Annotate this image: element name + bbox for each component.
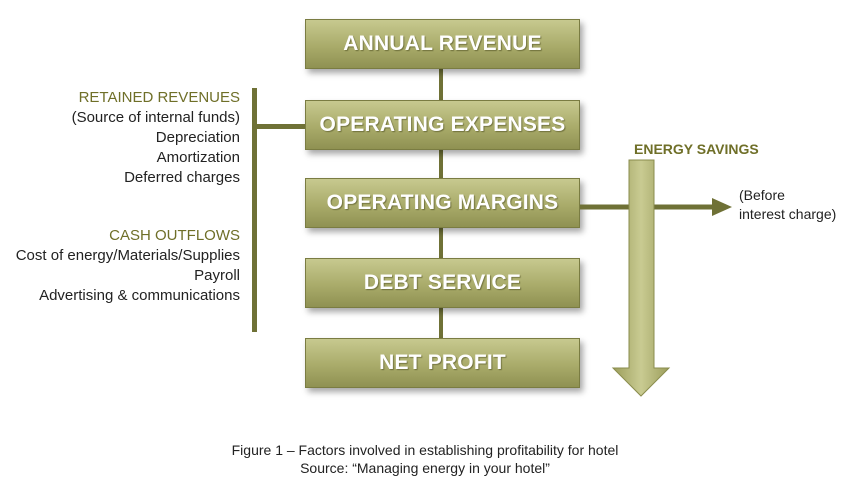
energy-savings-label: ENERGY SAVINGS	[634, 141, 759, 157]
connector-debt-profit	[439, 308, 443, 338]
before-interest-line: interest charge)	[739, 206, 837, 222]
before-interest-line: (Before	[739, 187, 785, 203]
cash-outflow-item: Advertising & communications	[39, 287, 240, 304]
retained-item: Amortization	[156, 149, 240, 166]
connector-revenue-expenses	[439, 69, 443, 100]
operating-expenses-box: OPERATING EXPENSES	[305, 100, 580, 150]
retained-revenues-header: RETAINED REVENUES	[78, 89, 240, 106]
caption-line-1: Figure 1 – Factors involved in establish…	[231, 442, 619, 458]
debt-service-box: DEBT SERVICE	[305, 258, 580, 308]
retained-item: Deferred charges	[124, 169, 240, 186]
connector-expenses-margins	[439, 150, 443, 178]
bracket-connector	[252, 124, 305, 129]
net-profit-box: NET PROFIT	[305, 338, 580, 388]
caption-line-2: Source: “Managing energy in your hotel”	[300, 460, 550, 476]
cash-outflows-group: CASH OUTFLOWS Cost of energy/Materials/S…	[16, 226, 240, 306]
left-bracket	[252, 88, 257, 332]
cash-outflow-item: Payroll	[194, 267, 240, 284]
operating-margins-box: OPERATING MARGINS	[305, 178, 580, 228]
horizontal-arrow-head	[712, 198, 732, 216]
retained-item: Depreciation	[155, 129, 240, 146]
connector-margins-debt	[439, 228, 443, 258]
retained-item: (Source of internal funds)	[71, 109, 240, 126]
energy-savings-arrow	[611, 159, 671, 397]
cash-outflows-header: CASH OUTFLOWS	[109, 227, 240, 244]
annual-revenue-box: ANNUAL REVENUE	[305, 19, 580, 69]
before-interest-label: (Before interest charge)	[739, 186, 836, 224]
figure-caption: Figure 1 – Factors involved in establish…	[0, 441, 850, 477]
retained-revenues-group: RETAINED REVENUES (Source of internal fu…	[72, 88, 240, 188]
cash-outflow-item: Cost of energy/Materials/Supplies	[15, 247, 240, 264]
